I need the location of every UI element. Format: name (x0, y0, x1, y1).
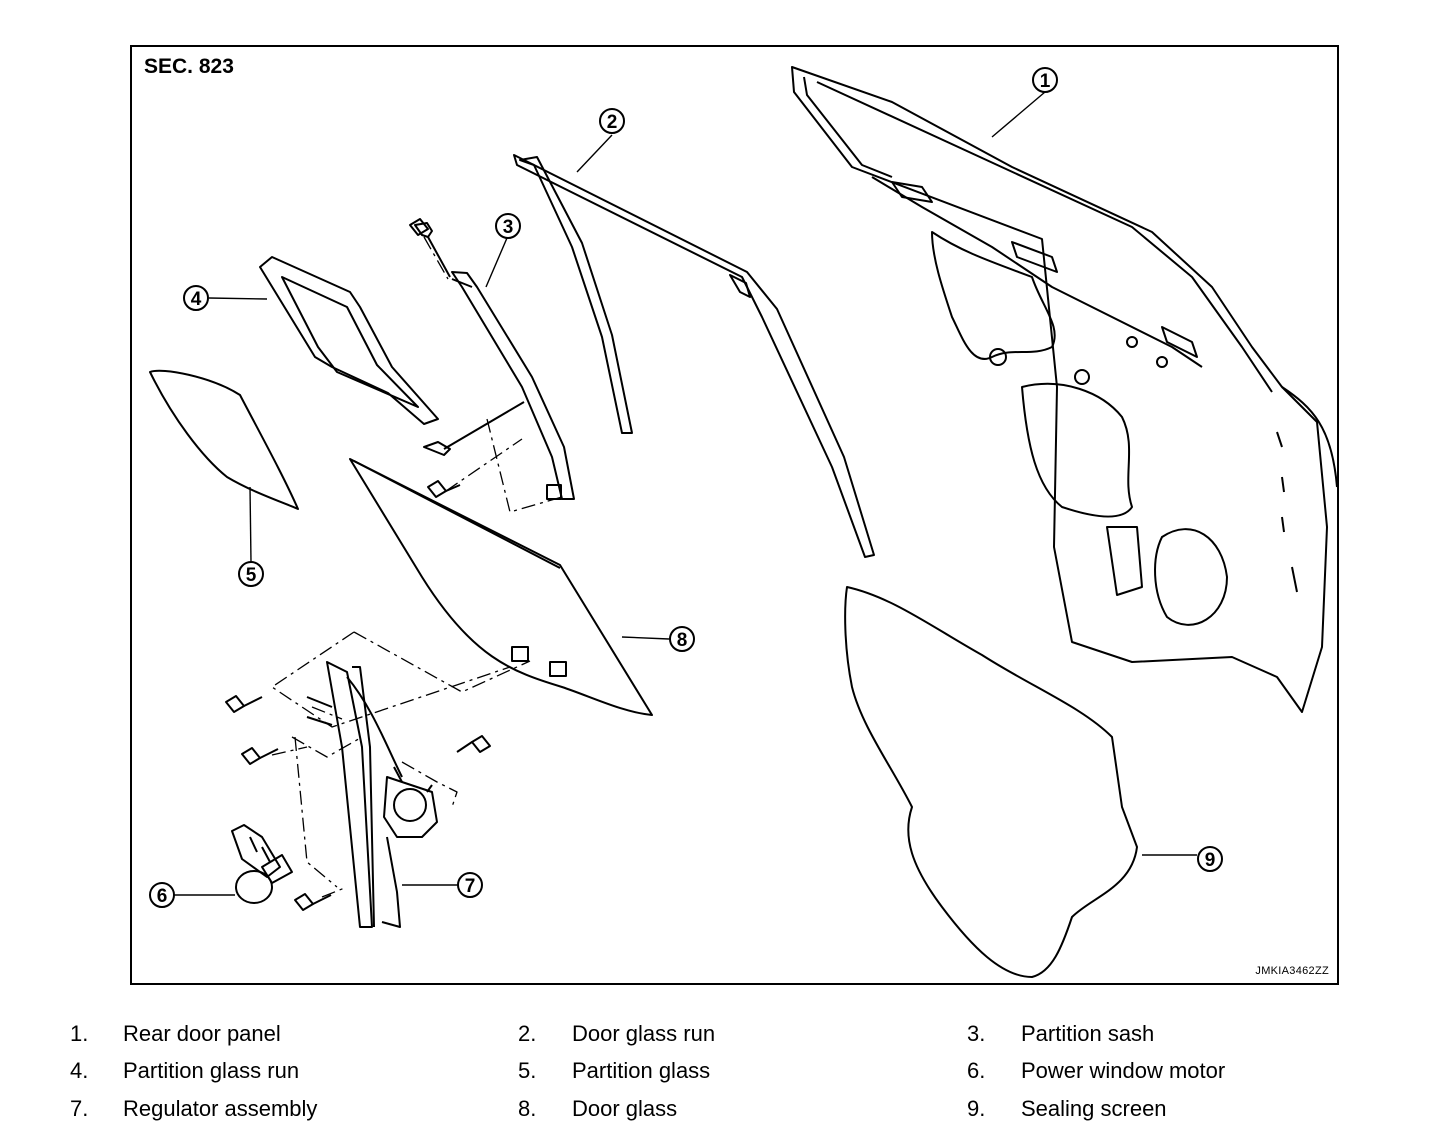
callout-9: 9 (1197, 846, 1223, 872)
legend-number: 5. (518, 1058, 537, 1083)
svg-text:7: 7 (465, 876, 476, 897)
leader-lines (174, 91, 1197, 896)
sealing-screen-part (844, 586, 1138, 978)
legend-label: Door glass run (572, 1021, 716, 1046)
callout-5: 5 (238, 561, 264, 587)
callout-2: 2 (599, 108, 625, 134)
callout-7: 7 (457, 872, 483, 898)
door-glass-run-part (513, 154, 875, 558)
legend-number: 3. (967, 1021, 986, 1046)
legend-label: Partition sash (1021, 1021, 1155, 1046)
callout-4: 4 (183, 285, 209, 311)
callout-8: 8 (669, 626, 695, 652)
section-label: SEC. 823 (144, 55, 234, 78)
svg-text:5: 5 (246, 565, 257, 586)
svg-text:3: 3 (503, 217, 514, 238)
callout-3: 3 (495, 213, 521, 239)
callout-1: 1 (1032, 67, 1058, 93)
legend-label: Partition glass run (123, 1058, 300, 1083)
door-glass-part (349, 458, 653, 716)
legend-label: Door glass (572, 1096, 678, 1121)
legend-number: 1. (70, 1021, 89, 1046)
legend-number: 8. (518, 1096, 537, 1121)
bolts (225, 218, 491, 911)
assembly-lines (271, 236, 563, 898)
rear-door-panel-part (791, 66, 1337, 713)
callout-6: 6 (149, 882, 175, 908)
legend-number: 6. (967, 1058, 986, 1083)
diagram-drawing: 1 2 3 4 5 6 7 (149, 66, 1337, 978)
exploded-parts-diagram: 1 2 3 4 5 6 7 (130, 45, 1339, 985)
figure-id: JMKIA3462ZZ (1255, 965, 1329, 977)
legend-number: 2. (518, 1021, 537, 1046)
svg-text:9: 9 (1205, 850, 1216, 871)
callouts: 1 2 3 4 5 6 7 (149, 67, 1223, 908)
svg-text:1: 1 (1040, 71, 1051, 92)
svg-text:8: 8 (677, 630, 688, 651)
legend-number: 4. (70, 1058, 89, 1083)
legend-label: Regulator assembly (123, 1096, 318, 1121)
power-window-motor-part (231, 824, 293, 904)
svg-text:6: 6 (157, 886, 168, 907)
partition-glass-part (149, 369, 299, 510)
legend-number: 9. (967, 1096, 986, 1121)
legend-label: Partition glass (572, 1058, 711, 1083)
legend-number: 7. (70, 1096, 89, 1121)
legend-label: Power window motor (1021, 1058, 1226, 1083)
svg-text:4: 4 (191, 289, 202, 310)
regulator-assembly-part (306, 661, 438, 928)
parts-legend: 1. Rear door panel 2. Door glass run 3. … (0, 1015, 1456, 1135)
svg-text:2: 2 (607, 112, 618, 133)
partition-glass-run-part (259, 256, 439, 425)
legend-label: Rear door panel (123, 1021, 281, 1046)
legend-label: Sealing screen (1021, 1096, 1167, 1121)
